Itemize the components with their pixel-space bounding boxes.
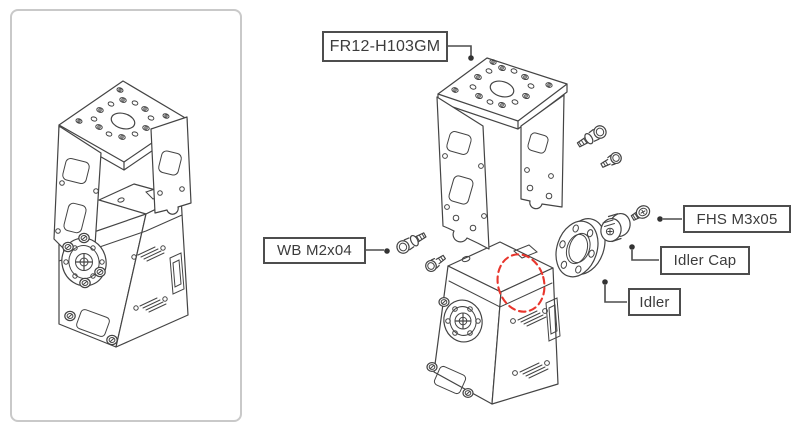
frame-bolts-right: [574, 122, 624, 171]
fhs-screw-part: [630, 205, 651, 221]
bracket-frame-part: [436, 57, 568, 250]
phillips-cross-icon: [75, 253, 93, 271]
servo-vent-grill: [510, 308, 550, 379]
washer-bolts-part: [394, 228, 448, 275]
label-idler: Idler: [628, 288, 681, 316]
plate-hole-pattern: [75, 87, 170, 140]
label-frame: FR12-H103GM: [322, 31, 448, 62]
servo-connector-recess: [545, 297, 561, 342]
phillips-cross-icon: [454, 312, 472, 330]
plate-hole-pattern: [451, 59, 553, 109]
assembled-view-drawing: [53, 80, 192, 348]
label-washer-bolt-text: WB M2x04: [277, 242, 352, 259]
assembled-view-panel: [10, 9, 242, 422]
label-fhs-screw-text: FHS M3x05: [696, 210, 778, 228]
servo-nameplate: [76, 309, 110, 337]
servo-nameplate: [433, 365, 467, 395]
idler-part: [555, 218, 606, 278]
label-idler-cap-text: Idler Cap: [673, 252, 737, 269]
idler-cap-part: [600, 212, 631, 243]
servo-horn: [443, 299, 483, 343]
leader-lines: [366, 45, 682, 303]
servo-actuator-part: [426, 241, 561, 405]
assembled-horn: [61, 232, 107, 289]
label-fhs-screw: FHS M3x05: [683, 205, 791, 233]
assembled-bracket: [53, 80, 192, 262]
label-washer-bolt: WB M2x04: [263, 237, 366, 264]
label-idler-text: Idler: [639, 293, 670, 311]
highlight-ellipse: [496, 253, 546, 313]
label-idler-cap: Idler Cap: [660, 246, 750, 275]
label-frame-text: FR12-H103GM: [329, 37, 441, 55]
